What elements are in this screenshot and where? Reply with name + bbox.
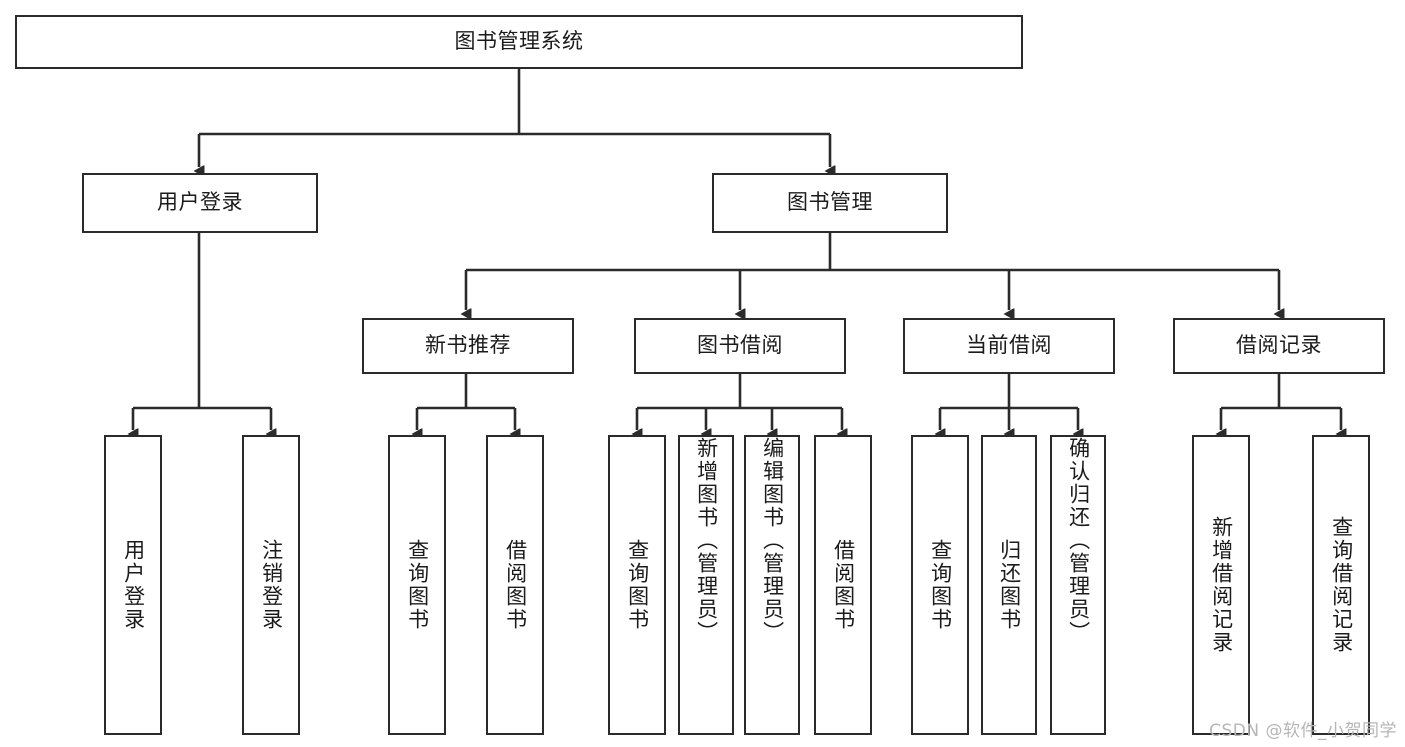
node-label: 当前借阅 (966, 333, 1052, 358)
node-label: 新增借阅记录 (1209, 516, 1234, 654)
leaf-borrow-book-new[interactable]: 借阅图书 (486, 435, 544, 735)
node-label: 查询图书 (625, 539, 650, 631)
leaf-confirm-return-admin[interactable]: 确认归还（管理员） (1050, 435, 1106, 735)
leaf-add-book-admin[interactable]: 新增图书（管理员） (678, 435, 734, 735)
node-label: 新增图书（管理员） (694, 437, 719, 644)
node-label: 借阅记录 (1236, 333, 1322, 358)
leaf-logout[interactable]: 注销登录 (242, 435, 300, 735)
node-label: 用户登录 (121, 539, 146, 631)
node-current-borrow[interactable]: 当前借阅 (903, 318, 1115, 374)
node-label: 用户登录 (157, 190, 243, 215)
node-label: 查询图书 (405, 539, 430, 631)
node-root[interactable]: 图书管理系统 (15, 15, 1023, 69)
node-book-borrow[interactable]: 图书借阅 (634, 318, 846, 374)
node-user-login[interactable]: 用户登录 (82, 173, 318, 233)
leaf-borrow-book[interactable]: 借阅图书 (814, 435, 872, 735)
node-label: 查询图书 (928, 539, 953, 631)
node-label: 确认归还（管理员） (1066, 437, 1091, 644)
leaf-user-login[interactable]: 用户登录 (104, 435, 162, 735)
node-label: 新书推荐 (425, 333, 511, 358)
csdn-watermark: CSDN @软件_小贺同学 (1209, 721, 1397, 741)
node-new-book-recommend[interactable]: 新书推荐 (362, 318, 574, 374)
leaf-query-book-borrow[interactable]: 查询图书 (608, 435, 666, 735)
node-book-management[interactable]: 图书管理 (712, 173, 948, 233)
node-label: 借阅图书 (831, 539, 856, 631)
node-borrow-records[interactable]: 借阅记录 (1173, 318, 1385, 374)
leaf-query-book-current[interactable]: 查询图书 (911, 435, 969, 735)
leaf-add-borrow-record[interactable]: 新增借阅记录 (1192, 435, 1250, 735)
node-label: 借阅图书 (503, 539, 528, 631)
node-label: 查询借阅记录 (1329, 516, 1354, 654)
leaf-query-borrow-record[interactable]: 查询借阅记录 (1312, 435, 1370, 735)
node-label: 图书管理 (787, 190, 873, 215)
node-label: 图书借阅 (697, 333, 783, 358)
leaf-return-book[interactable]: 归还图书 (981, 435, 1037, 735)
leaf-query-book-new[interactable]: 查询图书 (388, 435, 446, 735)
node-label: 归还图书 (997, 539, 1022, 631)
leaf-edit-book-admin[interactable]: 编辑图书（管理员） (744, 435, 800, 735)
node-label: 编辑图书（管理员） (760, 437, 785, 644)
node-label: 图书管理系统 (454, 29, 584, 54)
node-label: 注销登录 (259, 539, 284, 631)
